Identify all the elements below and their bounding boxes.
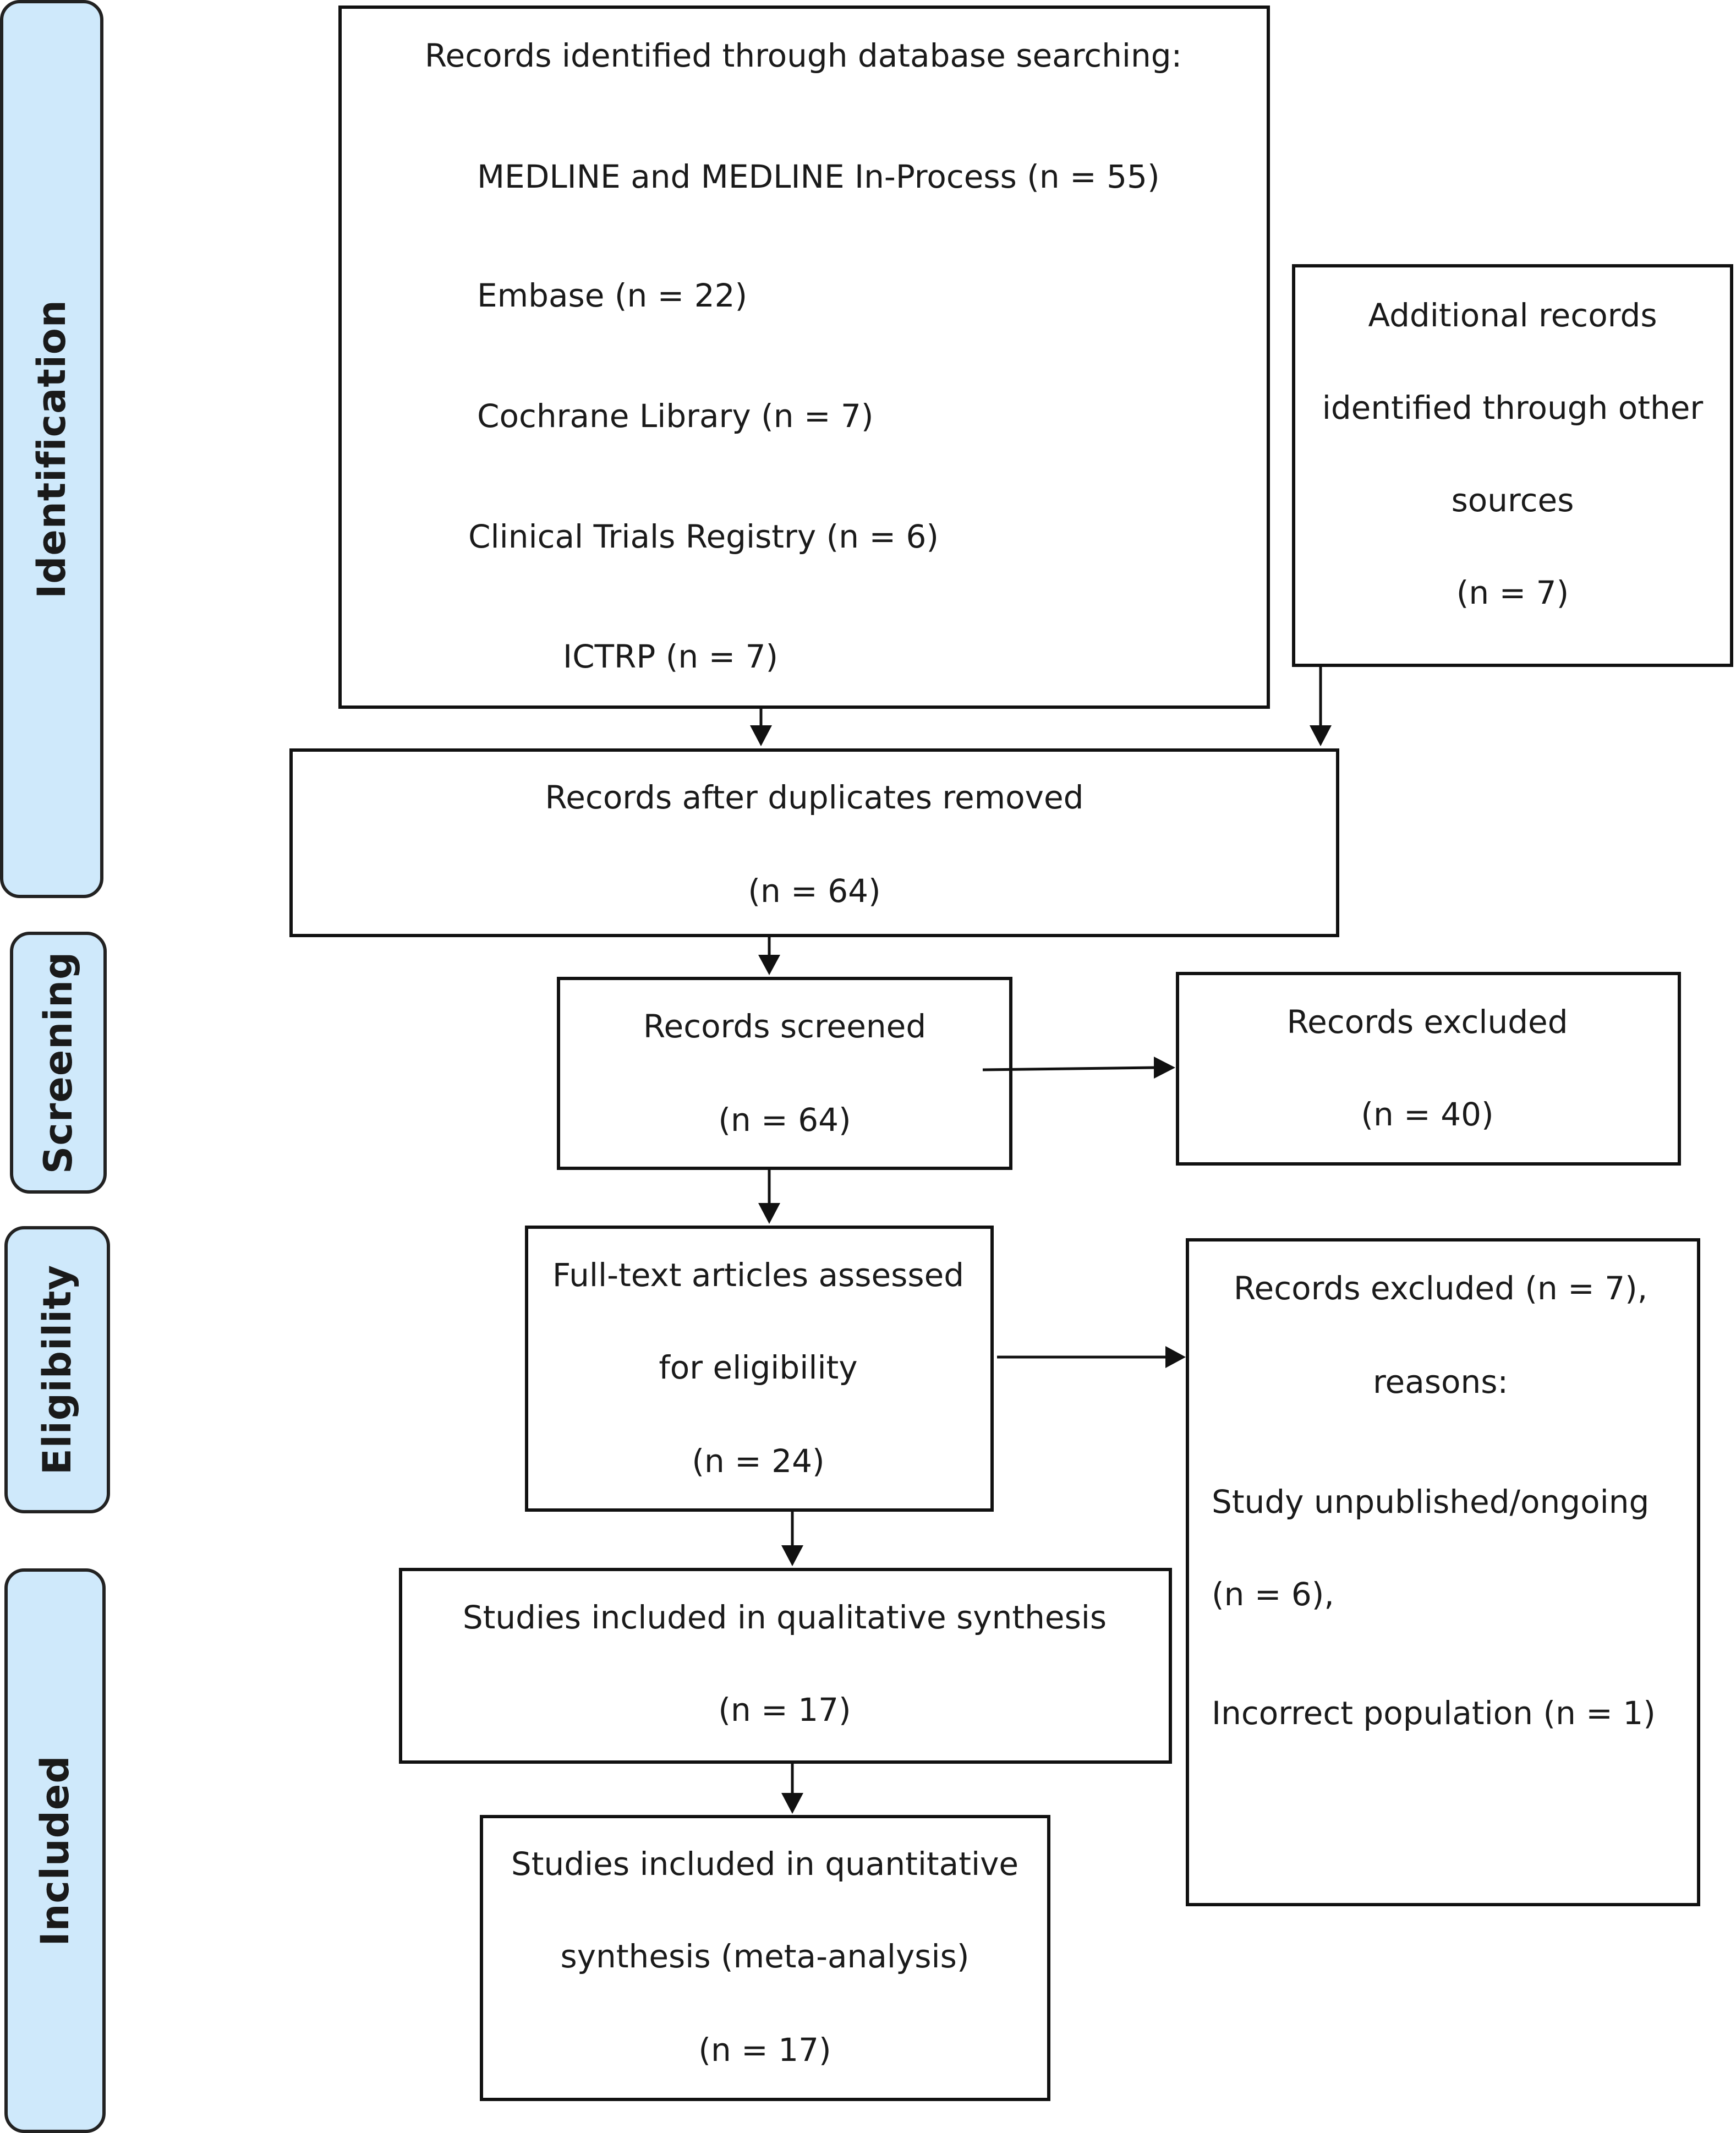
quantitative-line-2: synthesis (meta-analysis) bbox=[560, 1938, 970, 1975]
phase-label-included: Included bbox=[32, 1755, 78, 1946]
excluded-reason-unpublished-count: (n = 6), bbox=[1212, 1576, 1334, 1613]
database-line-ictrp: ICTRP (n = 7) bbox=[563, 638, 779, 675]
quantitative-count: (n = 17) bbox=[698, 2031, 831, 2069]
other-sources-line-3: sources bbox=[1451, 482, 1574, 519]
excluded-reason-unpublished: Study unpublished/ongoing bbox=[1212, 1483, 1650, 1521]
excluded-screening-count: (n = 40) bbox=[1361, 1096, 1494, 1133]
excluded-eligibility-heading: Records excluded (n = 7), bbox=[1233, 1270, 1648, 1307]
database-line-embase: Embase (n = 22) bbox=[477, 277, 748, 314]
screened-count: (n = 64) bbox=[718, 1101, 851, 1139]
phase-label-identification: Identification bbox=[29, 299, 74, 599]
box-after-duplicates bbox=[289, 748, 1339, 937]
database-line-cochrane: Cochrane Library (n = 7) bbox=[477, 397, 874, 435]
qualitative-count: (n = 17) bbox=[718, 1691, 851, 1729]
phase-eligibility: Eligibility bbox=[4, 1226, 110, 1513]
database-line-medline: MEDLINE and MEDLINE In-Process (n = 55) bbox=[477, 158, 1160, 195]
box-other-sources bbox=[1292, 264, 1733, 667]
box-excluded-eligibility bbox=[1186, 1238, 1700, 1906]
box-full-text bbox=[525, 1226, 994, 1512]
phase-label-screening: Screening bbox=[36, 951, 81, 1174]
other-sources-line-2: identified through other bbox=[1322, 389, 1704, 426]
after-duplicates-count: (n = 64) bbox=[748, 872, 881, 910]
box-database-search bbox=[338, 6, 1270, 709]
screened-label: Records screened bbox=[643, 1008, 927, 1045]
qualitative-label: Studies included in qualitative synthesi… bbox=[462, 1599, 1107, 1636]
quantitative-line-1: Studies included in quantitative bbox=[511, 1845, 1019, 1883]
phase-included: Included bbox=[4, 1568, 106, 2133]
full-text-count: (n = 24) bbox=[692, 1442, 825, 1480]
box-records-screened bbox=[557, 977, 1012, 1170]
after-duplicates-label: Records after duplicates removed bbox=[545, 779, 1084, 816]
excluded-eligibility-reasons: reasons: bbox=[1372, 1363, 1509, 1401]
phase-screening: Screening bbox=[10, 932, 107, 1194]
box-excluded-screening bbox=[1176, 972, 1681, 1166]
excluded-reason-population: Incorrect population (n = 1) bbox=[1212, 1694, 1656, 1732]
box-qualitative bbox=[399, 1568, 1172, 1764]
other-sources-line-1: Additional records bbox=[1368, 297, 1657, 334]
phase-label-eligibility: Eligibility bbox=[35, 1264, 80, 1475]
box-quantitative bbox=[480, 1815, 1050, 2101]
full-text-line-1: Full-text articles assessed bbox=[552, 1256, 965, 1294]
database-line-clinical-trials: Clinical Trials Registry (n = 6) bbox=[468, 518, 939, 555]
full-text-line-2: for eligibility bbox=[659, 1349, 858, 1386]
other-sources-count: (n = 7) bbox=[1456, 574, 1569, 611]
phase-identification: Identification bbox=[0, 0, 103, 898]
excluded-screening-label: Records excluded bbox=[1286, 1003, 1568, 1041]
database-search-heading: Records identified through database sear… bbox=[424, 37, 1182, 74]
